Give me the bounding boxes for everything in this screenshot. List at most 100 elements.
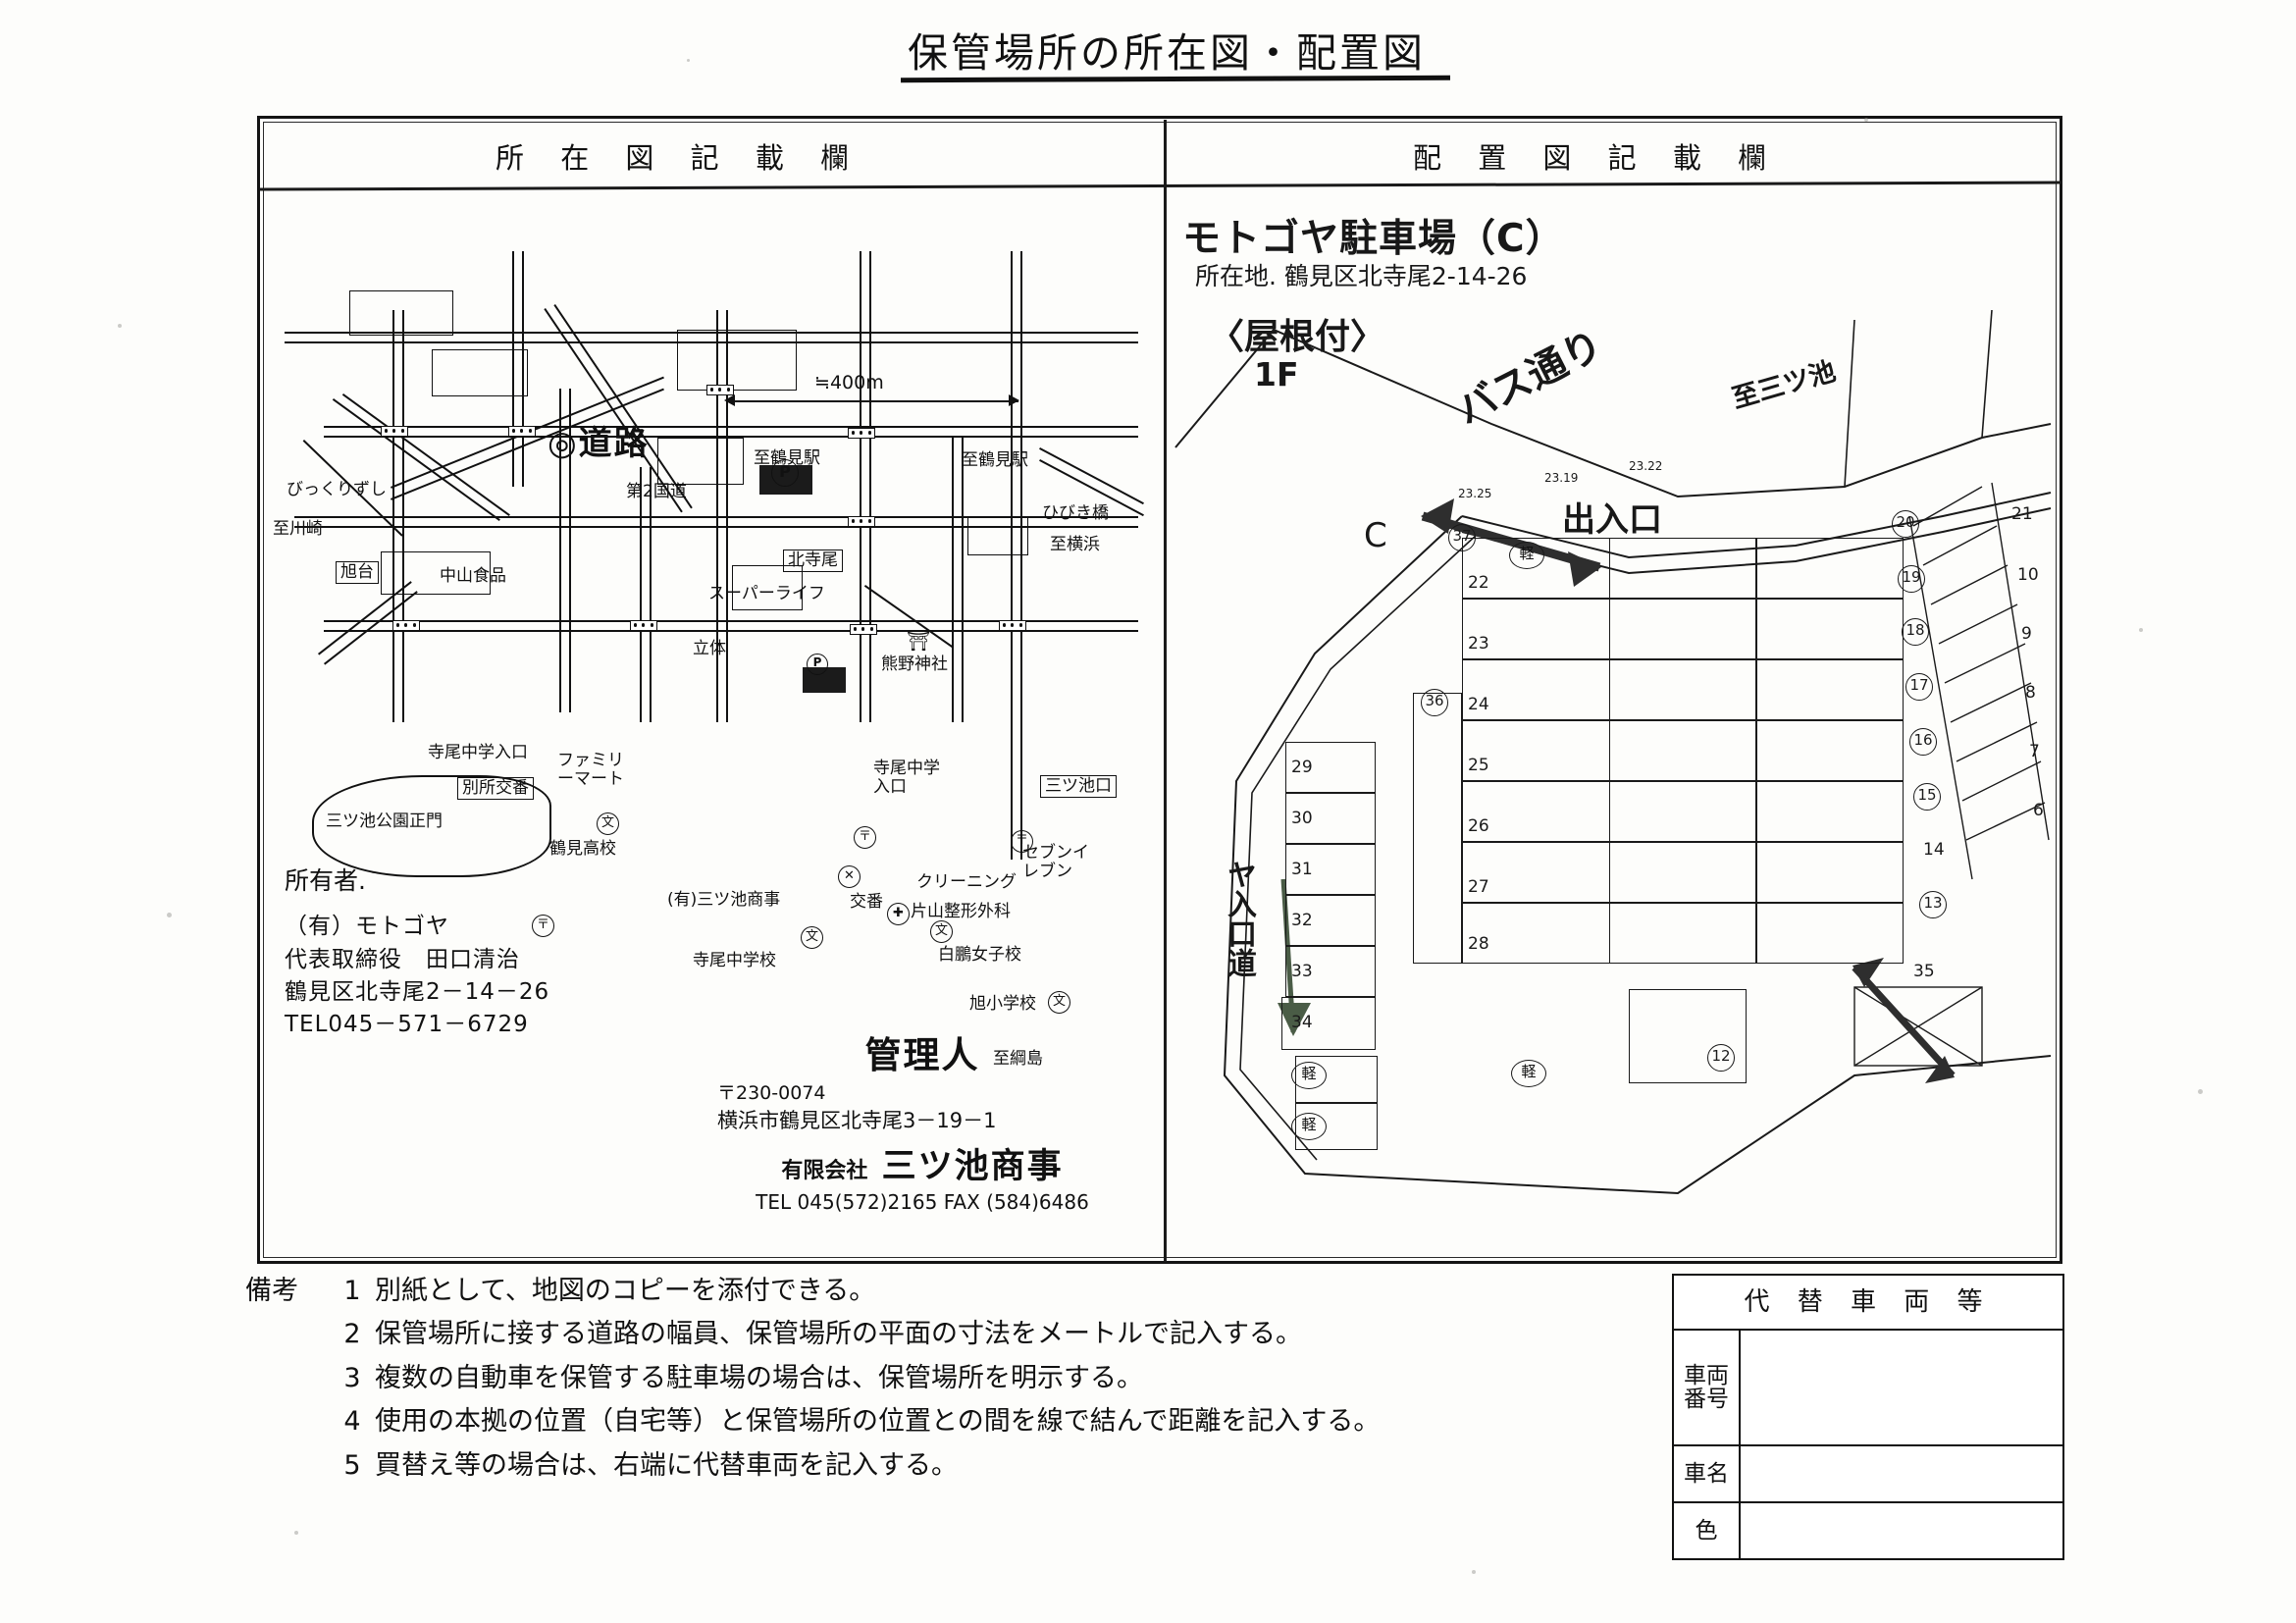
note-number: 2 (343, 1319, 361, 1350)
map-label-hibikibashi: ひびき橋 (1042, 503, 1109, 523)
map-label-tsurumi-highschool: 鶴見高校 (549, 839, 616, 859)
traffic-signal (381, 426, 408, 437)
traffic-signal (508, 426, 536, 437)
road-line (324, 436, 1138, 438)
scan-speckle (687, 59, 690, 62)
school-icon: 文 (801, 926, 823, 949)
stall-number: 6 (2033, 801, 2044, 820)
parking-p-icon: P (771, 459, 799, 487)
entry-road-label: ヤ入口道 (1222, 860, 1256, 977)
traffic-signal (706, 385, 734, 395)
stall-number: 19 (1898, 565, 1925, 593)
stall-number: 26 (1468, 816, 1489, 836)
map-label-family-mart: ファミリーマート (557, 751, 624, 790)
stall-number: 20 (1892, 510, 1919, 538)
road-line (392, 310, 394, 722)
parking-aisle (1413, 693, 1462, 964)
road-line (285, 341, 1138, 343)
road-line (650, 467, 652, 722)
form-outer-frame (257, 116, 2062, 1264)
traffic-signal (848, 516, 875, 527)
distance-arrow (726, 400, 1018, 402)
parking-stall (1281, 997, 1376, 1050)
hospital-icon: ✚ (887, 903, 910, 925)
map-building (967, 516, 1028, 555)
stall-number: 29 (1291, 758, 1313, 777)
map-label-rittai: 立体 (693, 639, 726, 658)
distance-arrow-head-right (1009, 394, 1019, 406)
map-label-mitsuikeguchi: 三ツ池口 (1040, 775, 1117, 799)
stall-number: 34 (1291, 1013, 1313, 1032)
map-label-hakuho-girls: 白鵬女子校 (938, 945, 1021, 965)
stall-number: 8 (2025, 683, 2036, 703)
manager-company: 有限会社 三ツ池商事 (692, 1138, 1153, 1188)
traffic-signal (999, 620, 1026, 631)
parking-stall (1756, 903, 1904, 964)
map-label-mitsuike-shoji: (有)三ツ池商事 (667, 890, 781, 910)
floor-note: 1F (1254, 355, 1299, 393)
light-car-marker: 軽 (1291, 1062, 1327, 1089)
owner-heading: 所有者. (285, 866, 366, 895)
layout-plan-panel: モトゴヤ駐車場（C） 所在地. 鶴見区北寺尾2-14-26 〈屋根付〉 1F C… (1168, 192, 2059, 1258)
post-office-icon: 〒 (854, 826, 876, 849)
entrance-exit-label: 出入口 (1562, 500, 1662, 540)
right-panel-header: 配 置 図 記 載 欄 (1413, 141, 1781, 175)
notes-section: 備考 1 別紙として、地図のコピーを添付できる。 2 保管場所に接する道路の幅員… (245, 1276, 1648, 1493)
dimension-label: 23.19 (1544, 471, 1579, 485)
park-outline (312, 775, 551, 877)
traffic-signal (850, 624, 877, 635)
road-line (640, 467, 642, 722)
parking-p-icon: P (807, 654, 828, 675)
parking-stall (1285, 946, 1376, 997)
stall-number: 27 (1468, 877, 1489, 897)
road-line (332, 398, 500, 522)
road-line (1039, 447, 1144, 505)
parking-block (1629, 989, 1747, 1083)
parking-stall (1756, 538, 1904, 599)
stall-number: 17 (1905, 673, 1933, 701)
stall-number: 14 (1923, 840, 1945, 860)
map-building (657, 438, 744, 485)
map-label-kitaterao: 北寺尾 (783, 550, 843, 573)
light-car-marker: 軽 (1511, 1060, 1546, 1087)
parking-stall (1285, 742, 1376, 793)
table-row: 色 (1674, 1503, 2062, 1558)
scan-speckle (294, 1531, 298, 1535)
owner-block: 所有者. （有）モトゴヤ 代表取締役 田口清治 鶴見区北寺尾2－14－26 TE… (285, 864, 549, 1042)
block-mark-c: C (1364, 516, 1387, 555)
vehicle-number-field[interactable] (1741, 1331, 2062, 1444)
map-label-teraochugaku-iriguchi: 寺尾中学入口 (428, 743, 528, 762)
title-underline (900, 75, 1451, 83)
map-label-to-tsunashima: 至綱島 (993, 1049, 1043, 1069)
color-field[interactable] (1741, 1503, 2062, 1558)
stall-number: 12 (1707, 1044, 1735, 1072)
stall-number: 15 (1913, 783, 1941, 811)
parking-stall (1756, 720, 1904, 781)
row-header-line2: 番号 (1684, 1387, 1729, 1412)
post-office-icon: 〒 (1011, 830, 1033, 853)
school-icon: 文 (597, 812, 619, 835)
row-header-line1: 車両 (1684, 1362, 1729, 1388)
owner-representative: 代表取締役 田口清治 (285, 946, 520, 972)
owner-company: （有）モトゴヤ (285, 914, 449, 940)
map-building (381, 551, 491, 595)
note-text: 使用の本拠の位置（自宅等）と保管場所の位置との間を線で結んで距離を記入する。 (375, 1406, 1381, 1438)
page-title: 保管場所の所在図・配置図 (908, 29, 1426, 77)
map-building (432, 349, 528, 396)
road-line (726, 310, 728, 722)
note-number: 5 (343, 1449, 361, 1481)
stall-number: 30 (1291, 809, 1313, 828)
scan-speckle (1864, 118, 1868, 122)
vehicle-name-field[interactable] (1741, 1446, 2062, 1501)
police-icon: ✕ (838, 865, 861, 888)
traffic-signal (392, 620, 420, 631)
note-number: 1 (343, 1276, 361, 1306)
note-text: 複数の自動車を保管する駐車場の場合は、保管場所を明示する。 (375, 1362, 1143, 1393)
manager-company-name: 三ツ池商事 (881, 1147, 1064, 1186)
note-text: 保管場所に接する道路の幅員、保管場所の平面の寸法をメートルで記入する。 (375, 1319, 1302, 1350)
scan-speckle (167, 913, 172, 917)
road-line (324, 426, 1138, 428)
stall-number: 18 (1902, 618, 1929, 646)
stall-number: 25 (1468, 756, 1489, 775)
